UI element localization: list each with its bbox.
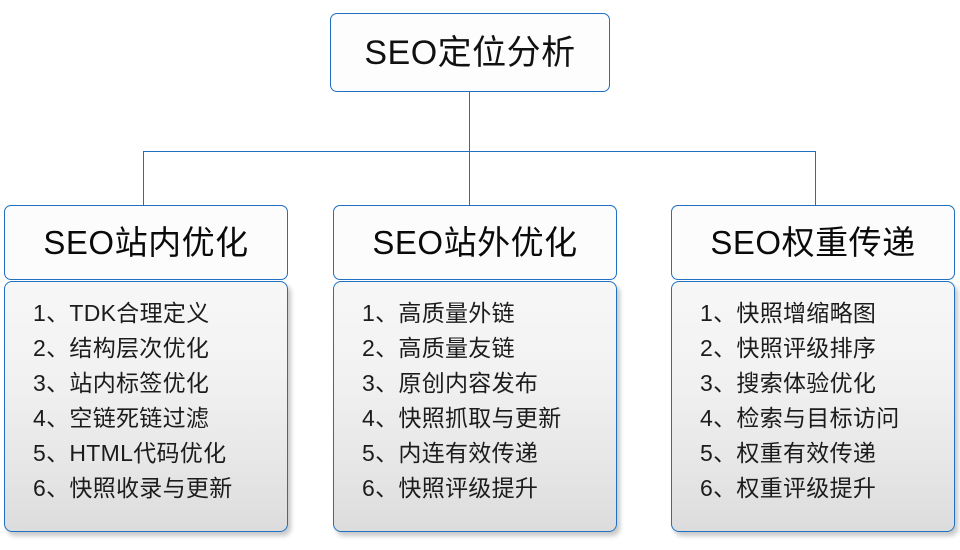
list-item: 2、高质量友链 (362, 335, 515, 361)
list-item: 1、高质量外链 (362, 300, 515, 326)
branch-item-list-1: 1、TDK合理定义 2、结构层次优化 3、站内标签优化 4、空链死链过滤 5、H… (5, 296, 287, 506)
branch-header-2: SEO站外优化 (333, 205, 617, 280)
list-item: 6、快照评级提升 (362, 475, 539, 501)
connector-branch-2-drop (469, 151, 471, 206)
list-item: 5、内连有效传递 (362, 440, 539, 466)
branch-body-3: 1、快照增缩略图 2、快照评级排序 3、搜索体验优化 4、检索与目标访问 5、权… (671, 281, 955, 532)
connector-horizontal-bus (143, 150, 816, 152)
list-item: 3、搜索体验优化 (700, 370, 877, 396)
connector-branch-3-drop (815, 151, 817, 206)
branch-item-list-2: 1、高质量外链 2、高质量友链 3、原创内容发布 4、快照抓取与更新 5、内连有… (334, 296, 616, 506)
connector-branch-1-drop (143, 151, 145, 206)
branch-column-2: SEO站外优化 1、高质量外链 2、高质量友链 3、原创内容发布 4、快照抓取与… (333, 205, 617, 532)
branch-header-1: SEO站内优化 (4, 205, 288, 280)
branch-body-1: 1、TDK合理定义 2、结构层次优化 3、站内标签优化 4、空链死链过滤 5、H… (4, 281, 288, 532)
branch-header-label-1: SEO站内优化 (43, 224, 249, 261)
branch-column-1: SEO站内优化 1、TDK合理定义 2、结构层次优化 3、站内标签优化 4、空链… (4, 205, 288, 532)
list-item: 5、HTML代码优化 (33, 440, 227, 466)
branch-header-label-2: SEO站外优化 (372, 224, 578, 261)
list-item: 4、检索与目标访问 (700, 405, 900, 431)
list-item: 6、权重评级提升 (700, 475, 877, 501)
list-item: 5、权重有效传递 (700, 440, 877, 466)
connector-root-vertical (469, 92, 471, 152)
list-item: 1、快照增缩略图 (700, 300, 877, 326)
list-item: 2、结构层次优化 (33, 335, 210, 361)
branch-header-3: SEO权重传递 (671, 205, 955, 280)
branch-column-3: SEO权重传递 1、快照增缩略图 2、快照评级排序 3、搜索体验优化 4、检索与… (671, 205, 955, 532)
root-node: SEO定位分析 (330, 13, 610, 92)
branch-item-list-3: 1、快照增缩略图 2、快照评级排序 3、搜索体验优化 4、检索与目标访问 5、权… (672, 296, 954, 506)
list-item: 3、站内标签优化 (33, 370, 210, 396)
list-item: 1、TDK合理定义 (33, 300, 210, 326)
branch-body-2: 1、高质量外链 2、高质量友链 3、原创内容发布 4、快照抓取与更新 5、内连有… (333, 281, 617, 532)
list-item: 4、快照抓取与更新 (362, 405, 562, 431)
root-node-label: SEO定位分析 (364, 33, 576, 72)
list-item: 2、快照评级排序 (700, 335, 877, 361)
list-item: 4、空链死链过滤 (33, 405, 210, 431)
list-item: 6、快照收录与更新 (33, 475, 233, 501)
list-item: 3、原创内容发布 (362, 370, 539, 396)
branch-header-label-3: SEO权重传递 (710, 224, 916, 261)
